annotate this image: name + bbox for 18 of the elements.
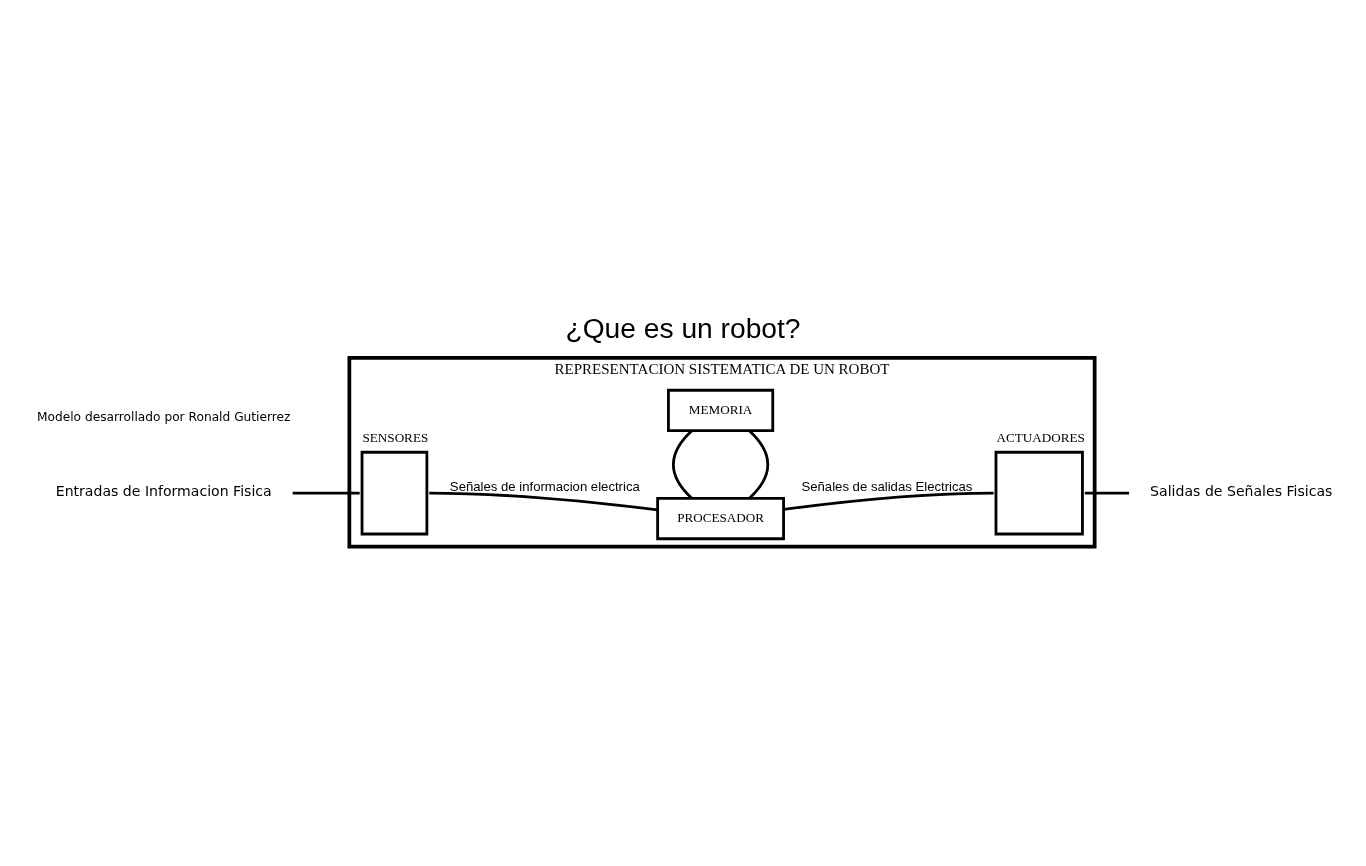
node-box: MEMORIA <box>667 388 775 433</box>
connector <box>748 429 770 500</box>
node-text: Entradas de Informacion Fisica <box>55 483 272 500</box>
node-text: Salidas de Señales Fisicas <box>1150 483 1333 500</box>
edge-label: Señales de informacion electrica <box>449 478 640 494</box>
node-label: ACTUADORES <box>996 429 1085 445</box>
connector <box>783 491 994 511</box>
diagram-title: ¿Que es un robot? <box>565 312 801 345</box>
connector <box>1084 491 1129 495</box>
node-label: SENSORES <box>362 429 429 445</box>
caption: Modelo desarrollado por Ronald Gutierrez <box>36 410 291 425</box>
connector <box>672 429 693 500</box>
node-box <box>360 450 429 536</box>
node-box <box>994 450 1084 536</box>
connector <box>292 491 360 495</box>
edge-label: Señales de salidas Electricas <box>801 478 973 494</box>
connector <box>429 491 658 512</box>
node-box: PROCESADOR <box>656 496 785 541</box>
